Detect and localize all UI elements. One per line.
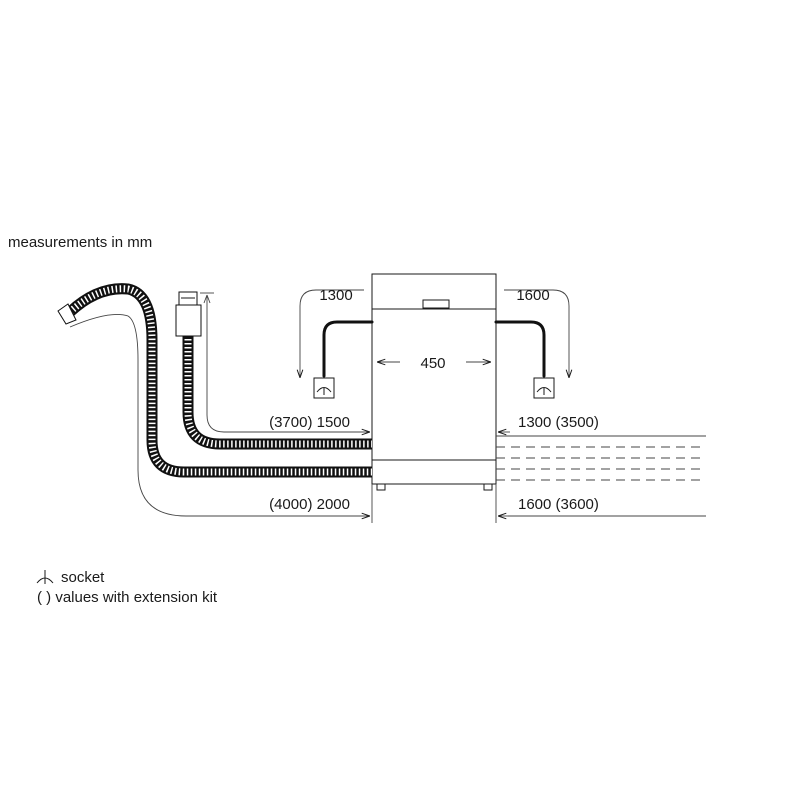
supply-top-arrow [203, 294, 211, 304]
legend-extension-label: ( ) values with extension kit [37, 589, 218, 606]
drain-dimension-line [69, 313, 368, 517]
right-hose-routing [496, 435, 706, 481]
left-socket-icon [313, 377, 335, 399]
supply-dimension-line [206, 296, 368, 433]
legend-socket-label: socket [61, 569, 105, 586]
right-socket-arrow [504, 289, 569, 377]
left-supply-hose-label: (3700) 1500 [269, 414, 350, 431]
left-drain-hose-label: (4000) 2000 [269, 496, 350, 513]
right-socket-icon [533, 377, 555, 399]
right-power-cable [494, 320, 546, 378]
diagram-title: measurements in mm [8, 234, 152, 251]
dishwasher-outline [371, 273, 497, 523]
left-socket-arrow [300, 289, 364, 377]
drain-hose [57, 283, 372, 478]
socket-icon [36, 570, 54, 584]
left-socket-distance-label: 1300 [319, 287, 352, 304]
left-power-cable [322, 320, 374, 378]
right-socket-distance-label: 1600 [516, 287, 549, 304]
right-drain-hose-label: 1600 (3600) [518, 496, 599, 513]
width-label: 450 [420, 355, 445, 372]
supply-hose [175, 291, 372, 450]
right-supply-hose-label: 1300 (3500) [518, 414, 599, 431]
